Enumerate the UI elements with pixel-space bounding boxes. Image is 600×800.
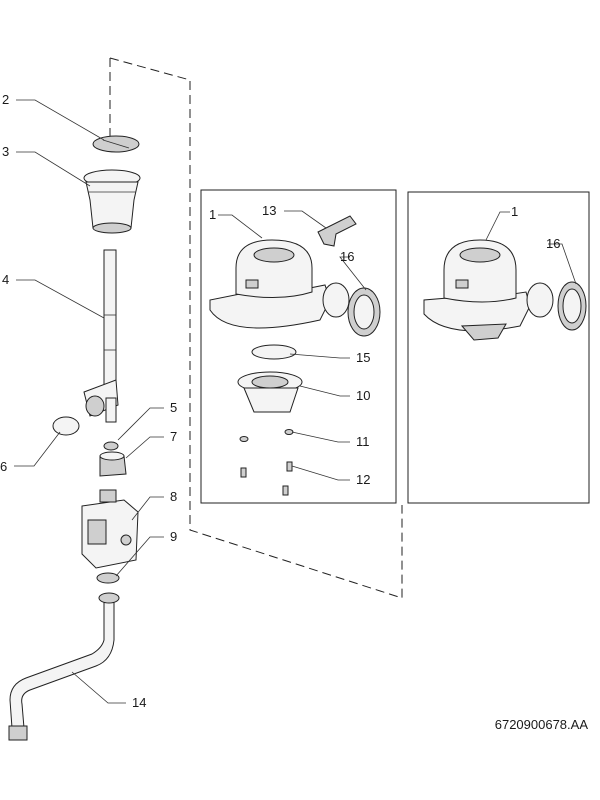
part-bent-pipe (8, 592, 120, 741)
callout-13: 13 (262, 203, 276, 218)
callout-14: 14 (132, 695, 146, 710)
part-seal-ring-a (347, 287, 381, 337)
callout-15: 15 (356, 350, 370, 365)
part-venturi-adapter (237, 371, 303, 413)
part-washer-small (103, 441, 119, 451)
part-outlet-flange-alt (526, 282, 554, 318)
callout-6: 6 (0, 459, 7, 474)
part-o-ring (251, 344, 297, 360)
part-fan-housing-alt (423, 239, 531, 341)
callout-1a: 1 (209, 207, 216, 222)
callout-11: 11 (356, 434, 370, 449)
part-gas-valve (81, 489, 139, 569)
leader-lines (14, 99, 577, 704)
callout-16b: 16 (546, 236, 560, 251)
part-seal-ring-b (557, 281, 587, 331)
callout-2: 2 (2, 92, 9, 107)
callout-5: 5 (170, 400, 177, 415)
detail-box-fan-assembly (200, 189, 397, 504)
callout-3: 3 (2, 144, 9, 159)
callout-16a: 16 (340, 249, 354, 264)
part-fan-housing (209, 239, 331, 329)
callout-10: 10 (356, 388, 370, 403)
callout-7: 7 (170, 429, 177, 444)
part-washer (96, 572, 120, 584)
callout-9: 9 (170, 529, 177, 544)
part-gas-pipe (83, 249, 119, 423)
callout-12: 12 (356, 472, 370, 487)
assembly-dash-frame (109, 57, 403, 599)
part-outlet-flange (322, 282, 350, 318)
detail-box-fan-alternative (407, 191, 590, 504)
callout-4: 4 (2, 272, 9, 287)
part-fan-bracket-clip (317, 215, 357, 247)
part-nut (99, 451, 127, 477)
part-screws (240, 461, 293, 496)
part-washers-small (239, 429, 294, 442)
part-cap-disk (92, 135, 140, 153)
callout-1b: 1 (511, 204, 518, 219)
part-sleeve-cup (83, 169, 141, 234)
part-plug (52, 416, 80, 436)
callout-8: 8 (170, 489, 177, 504)
drawing-code: 6720900678.AA (494, 717, 588, 732)
